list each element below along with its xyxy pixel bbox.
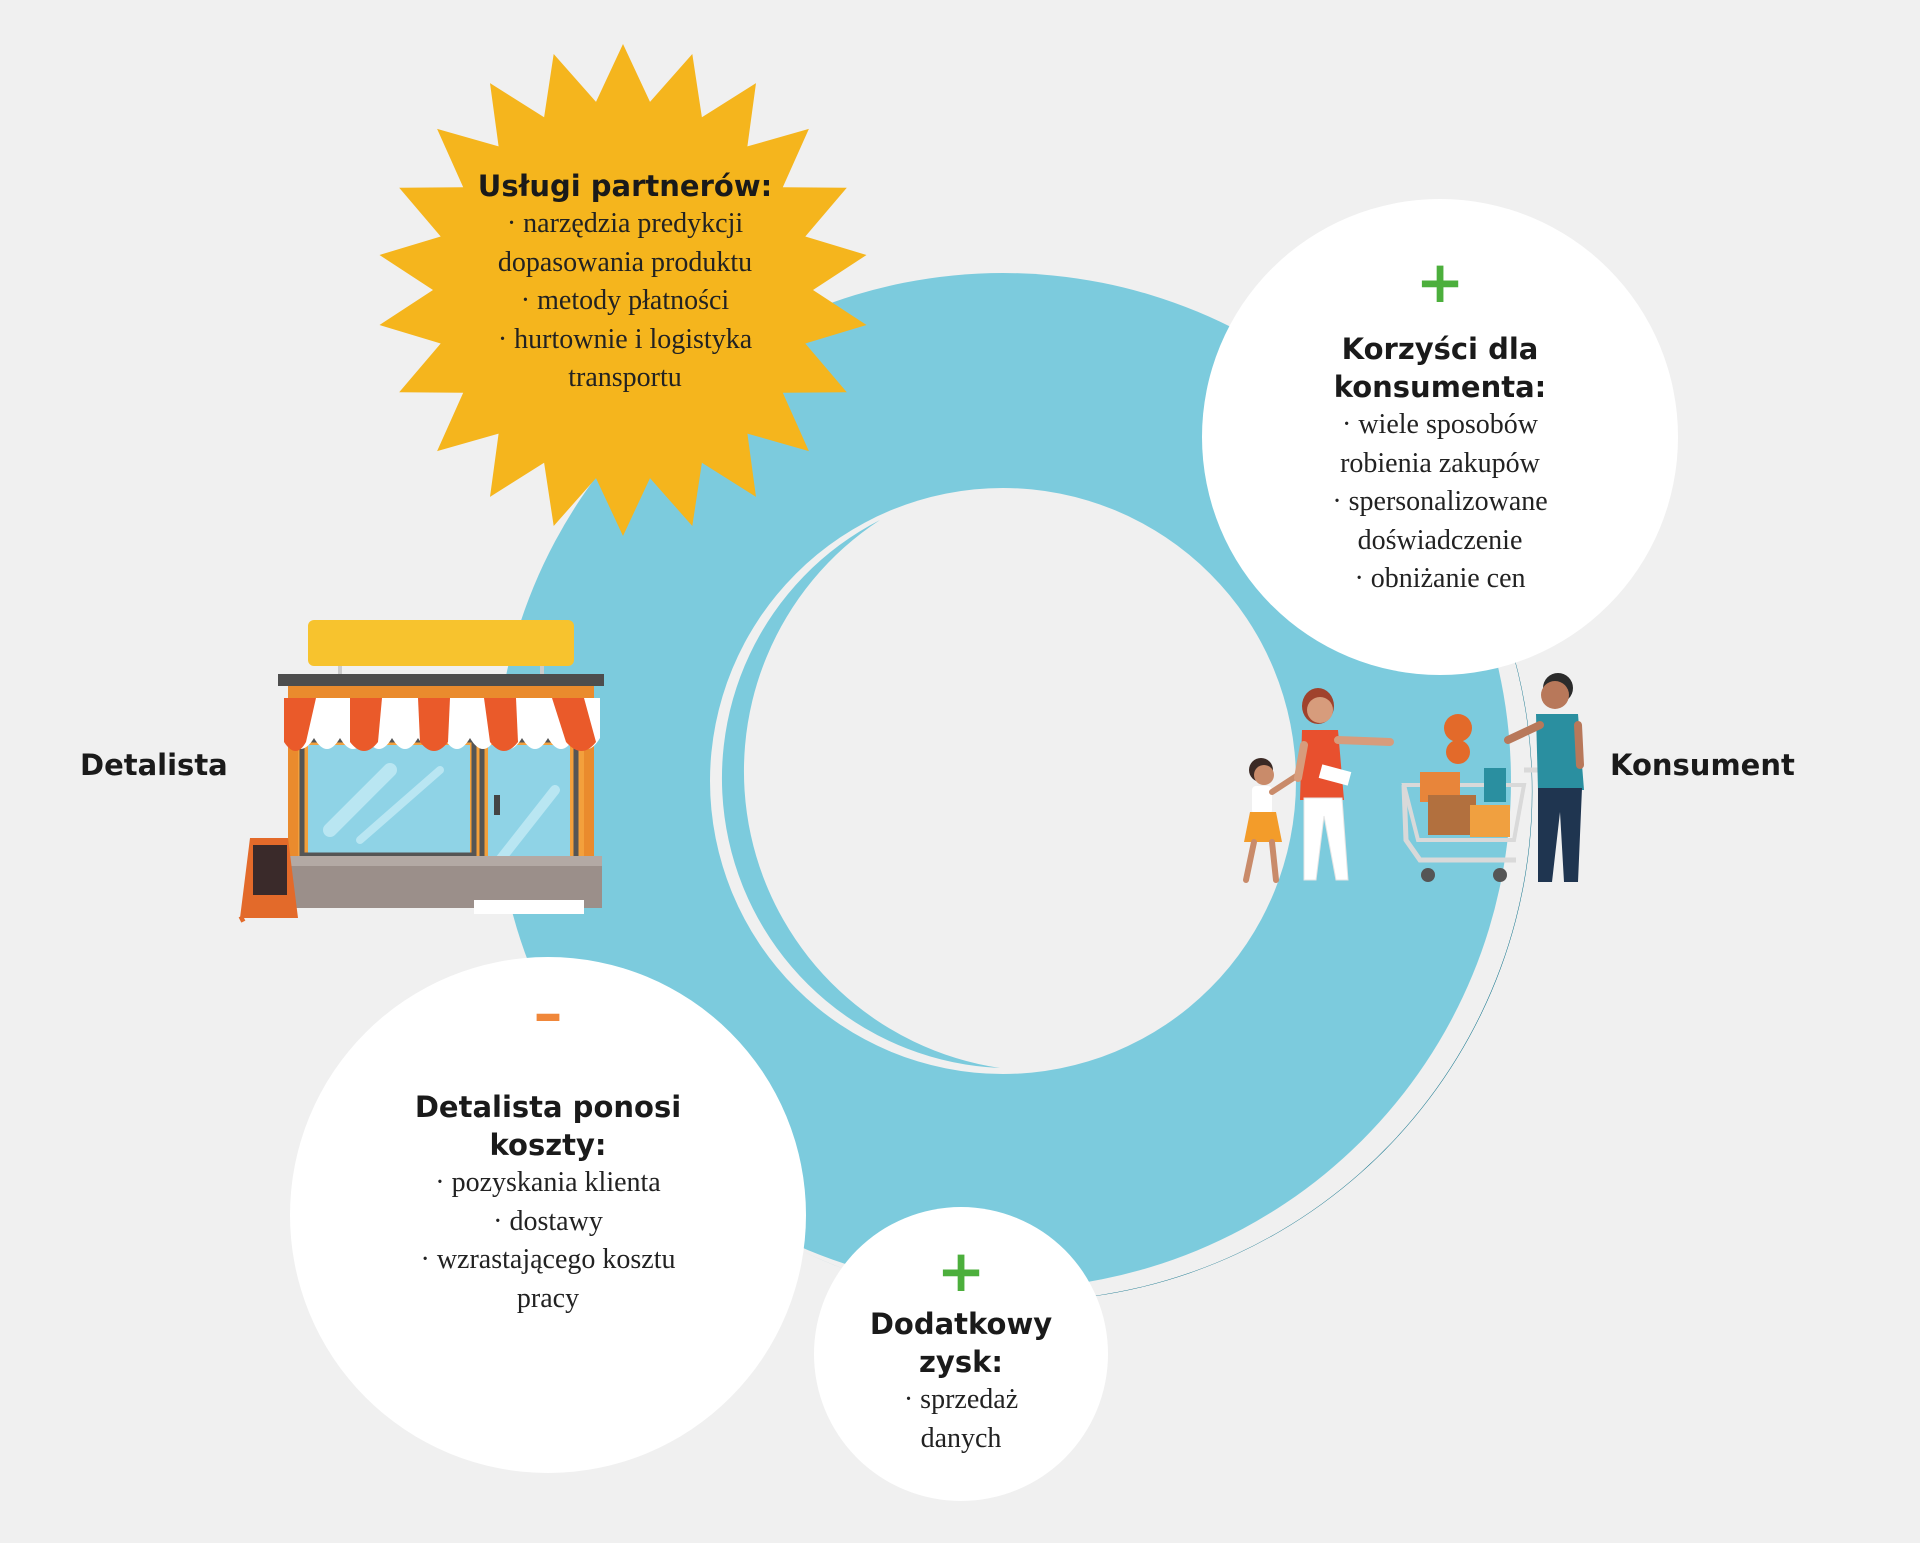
extra-profit-list: · sprzedaż danych <box>841 1381 1081 1458</box>
retailer-costs-circle <box>290 957 806 1473</box>
consumer-label: Konsument <box>1610 748 1795 782</box>
retailer-label: Detalista <box>80 748 228 782</box>
list-item: · metody płatności <box>520 285 730 316</box>
title-line: zysk: <box>919 1345 1003 1379</box>
list-item: · narzędzia predykcji <box>506 208 744 239</box>
plus-icon: + <box>936 1237 986 1305</box>
title-line: Korzyści dla <box>1341 332 1539 366</box>
list-item: transportu <box>568 362 682 393</box>
partner-services-title: Usługi partnerów: <box>477 169 773 203</box>
list-item: · wiele sposobów <box>1342 409 1538 440</box>
partner-services: Usługi partnerów: · narzędzia predykcji … <box>440 167 810 398</box>
list-item: pracy <box>516 1282 580 1314</box>
list-item: · spersonalizowane <box>1332 486 1548 517</box>
consumer-benefits-circle <box>1202 199 1678 675</box>
list-item: · dostawy <box>493 1205 603 1237</box>
minus-icon: – <box>533 979 563 1047</box>
title-line: konsumenta: <box>1333 370 1547 404</box>
consumer-benefits: + Korzyści dla konsumenta: · wiele sposo… <box>1270 248 1610 599</box>
sandwich-board-icon <box>238 838 298 923</box>
list-item: · pozyskania klienta <box>435 1167 661 1198</box>
retailer-costs-list: · pozyskania klienta · dostawy · wzrasta… <box>358 1164 738 1318</box>
ring-center-hole <box>710 488 1296 1074</box>
title-line: Dodatkowy <box>869 1307 1053 1341</box>
consumer-benefits-list: · wiele sposobów robienia zakupów · sper… <box>1270 406 1610 599</box>
title-line: koszty: <box>489 1128 607 1162</box>
extra-profit: + Dodatkowy zysk: · sprzedaż danych <box>841 1237 1081 1458</box>
family-shopping-cart-icon <box>1243 673 1584 883</box>
list-item: · obniżanie cen <box>1354 563 1526 594</box>
title-line: Detalista ponosi <box>414 1090 682 1124</box>
list-item: dopasowania produktu <box>497 246 753 278</box>
partner-services-list: · narzędzia predykcji dopasowania produk… <box>440 205 810 398</box>
consumer-benefits-title: Korzyści dla konsumenta: <box>1270 330 1610 406</box>
list-item: doświadczenie <box>1357 524 1523 556</box>
extra-profit-circle <box>814 1207 1108 1501</box>
retailer-costs: – Detalista ponosi koszty: · pozyskania … <box>358 979 738 1318</box>
list-item: · hurtownie i logistyka <box>497 323 753 355</box>
list-item: · sprzedaż <box>903 1384 1019 1415</box>
partner-services-starburst <box>379 44 867 536</box>
list-item: robienia zakupów <box>1340 447 1540 479</box>
storefront-icon <box>238 620 604 923</box>
list-item: danych <box>920 1422 1002 1454</box>
list-item: · wzrastającego kosztu <box>420 1244 676 1275</box>
retailer-costs-title: Detalista ponosi koszty: <box>358 1088 738 1164</box>
plus-icon: + <box>1415 248 1465 316</box>
extra-profit-title: Dodatkowy zysk: <box>841 1305 1081 1381</box>
